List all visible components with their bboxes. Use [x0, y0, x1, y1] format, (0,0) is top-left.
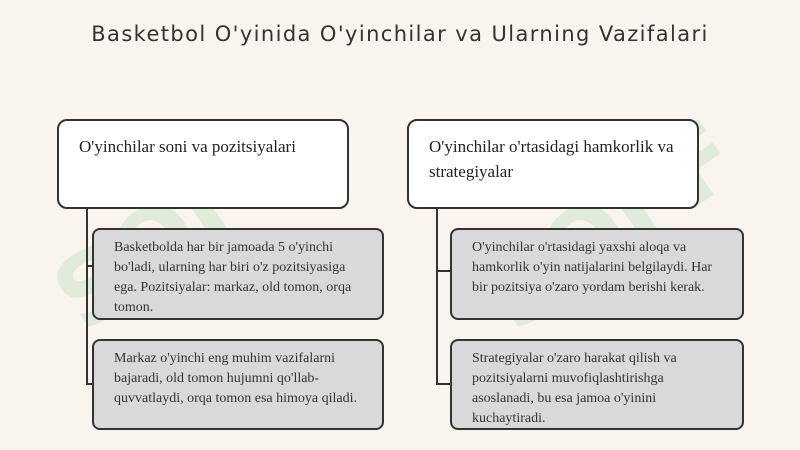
category-header: O'yinchilar soni va pozitsiyalari: [57, 119, 349, 209]
connector-line: [86, 383, 94, 385]
detail-box: Markaz o'yinchi eng muhim vazifalarni ba…: [92, 339, 384, 430]
detail-box: Basketbolda har bir jamoada 5 o'yinchi b…: [92, 228, 384, 320]
category-header: O'yinchilar o'rtasidagi hamkorlik va str…: [407, 119, 699, 209]
diagram-title: Basketbol O'yinida O'yinchilar va Ularni…: [91, 22, 709, 46]
connector-line: [86, 207, 88, 385]
connector-line: [86, 265, 94, 267]
connector-line: [436, 207, 438, 385]
detail-box: Strategiyalar o'zaro harakat qilish va p…: [450, 339, 744, 430]
connector-line: [436, 270, 451, 272]
connector-line: [436, 383, 451, 385]
detail-box: O'yinchilar o'rtasidagi yaxshi aloqa va …: [450, 228, 744, 320]
